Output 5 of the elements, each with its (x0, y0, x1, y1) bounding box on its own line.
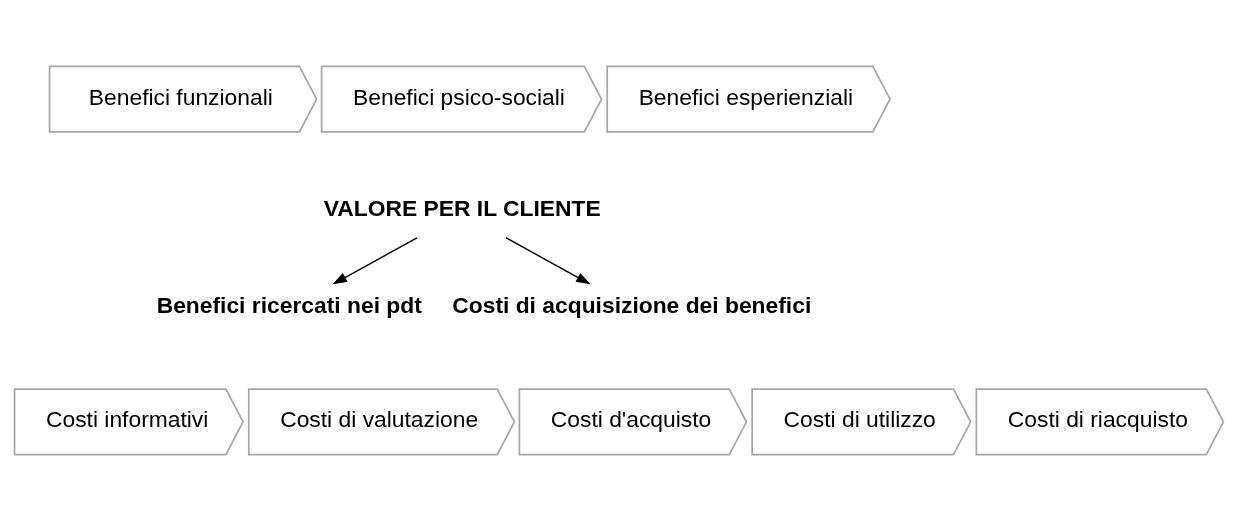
node-text: Benefici ricercati nei pdt (156, 291, 422, 318)
arrow (332, 236, 418, 284)
node-text: Costi di acquisizione dei benefici (452, 291, 812, 318)
arrow (505, 236, 591, 284)
node-text: VALORE PER IL CLIENTE (323, 194, 601, 221)
